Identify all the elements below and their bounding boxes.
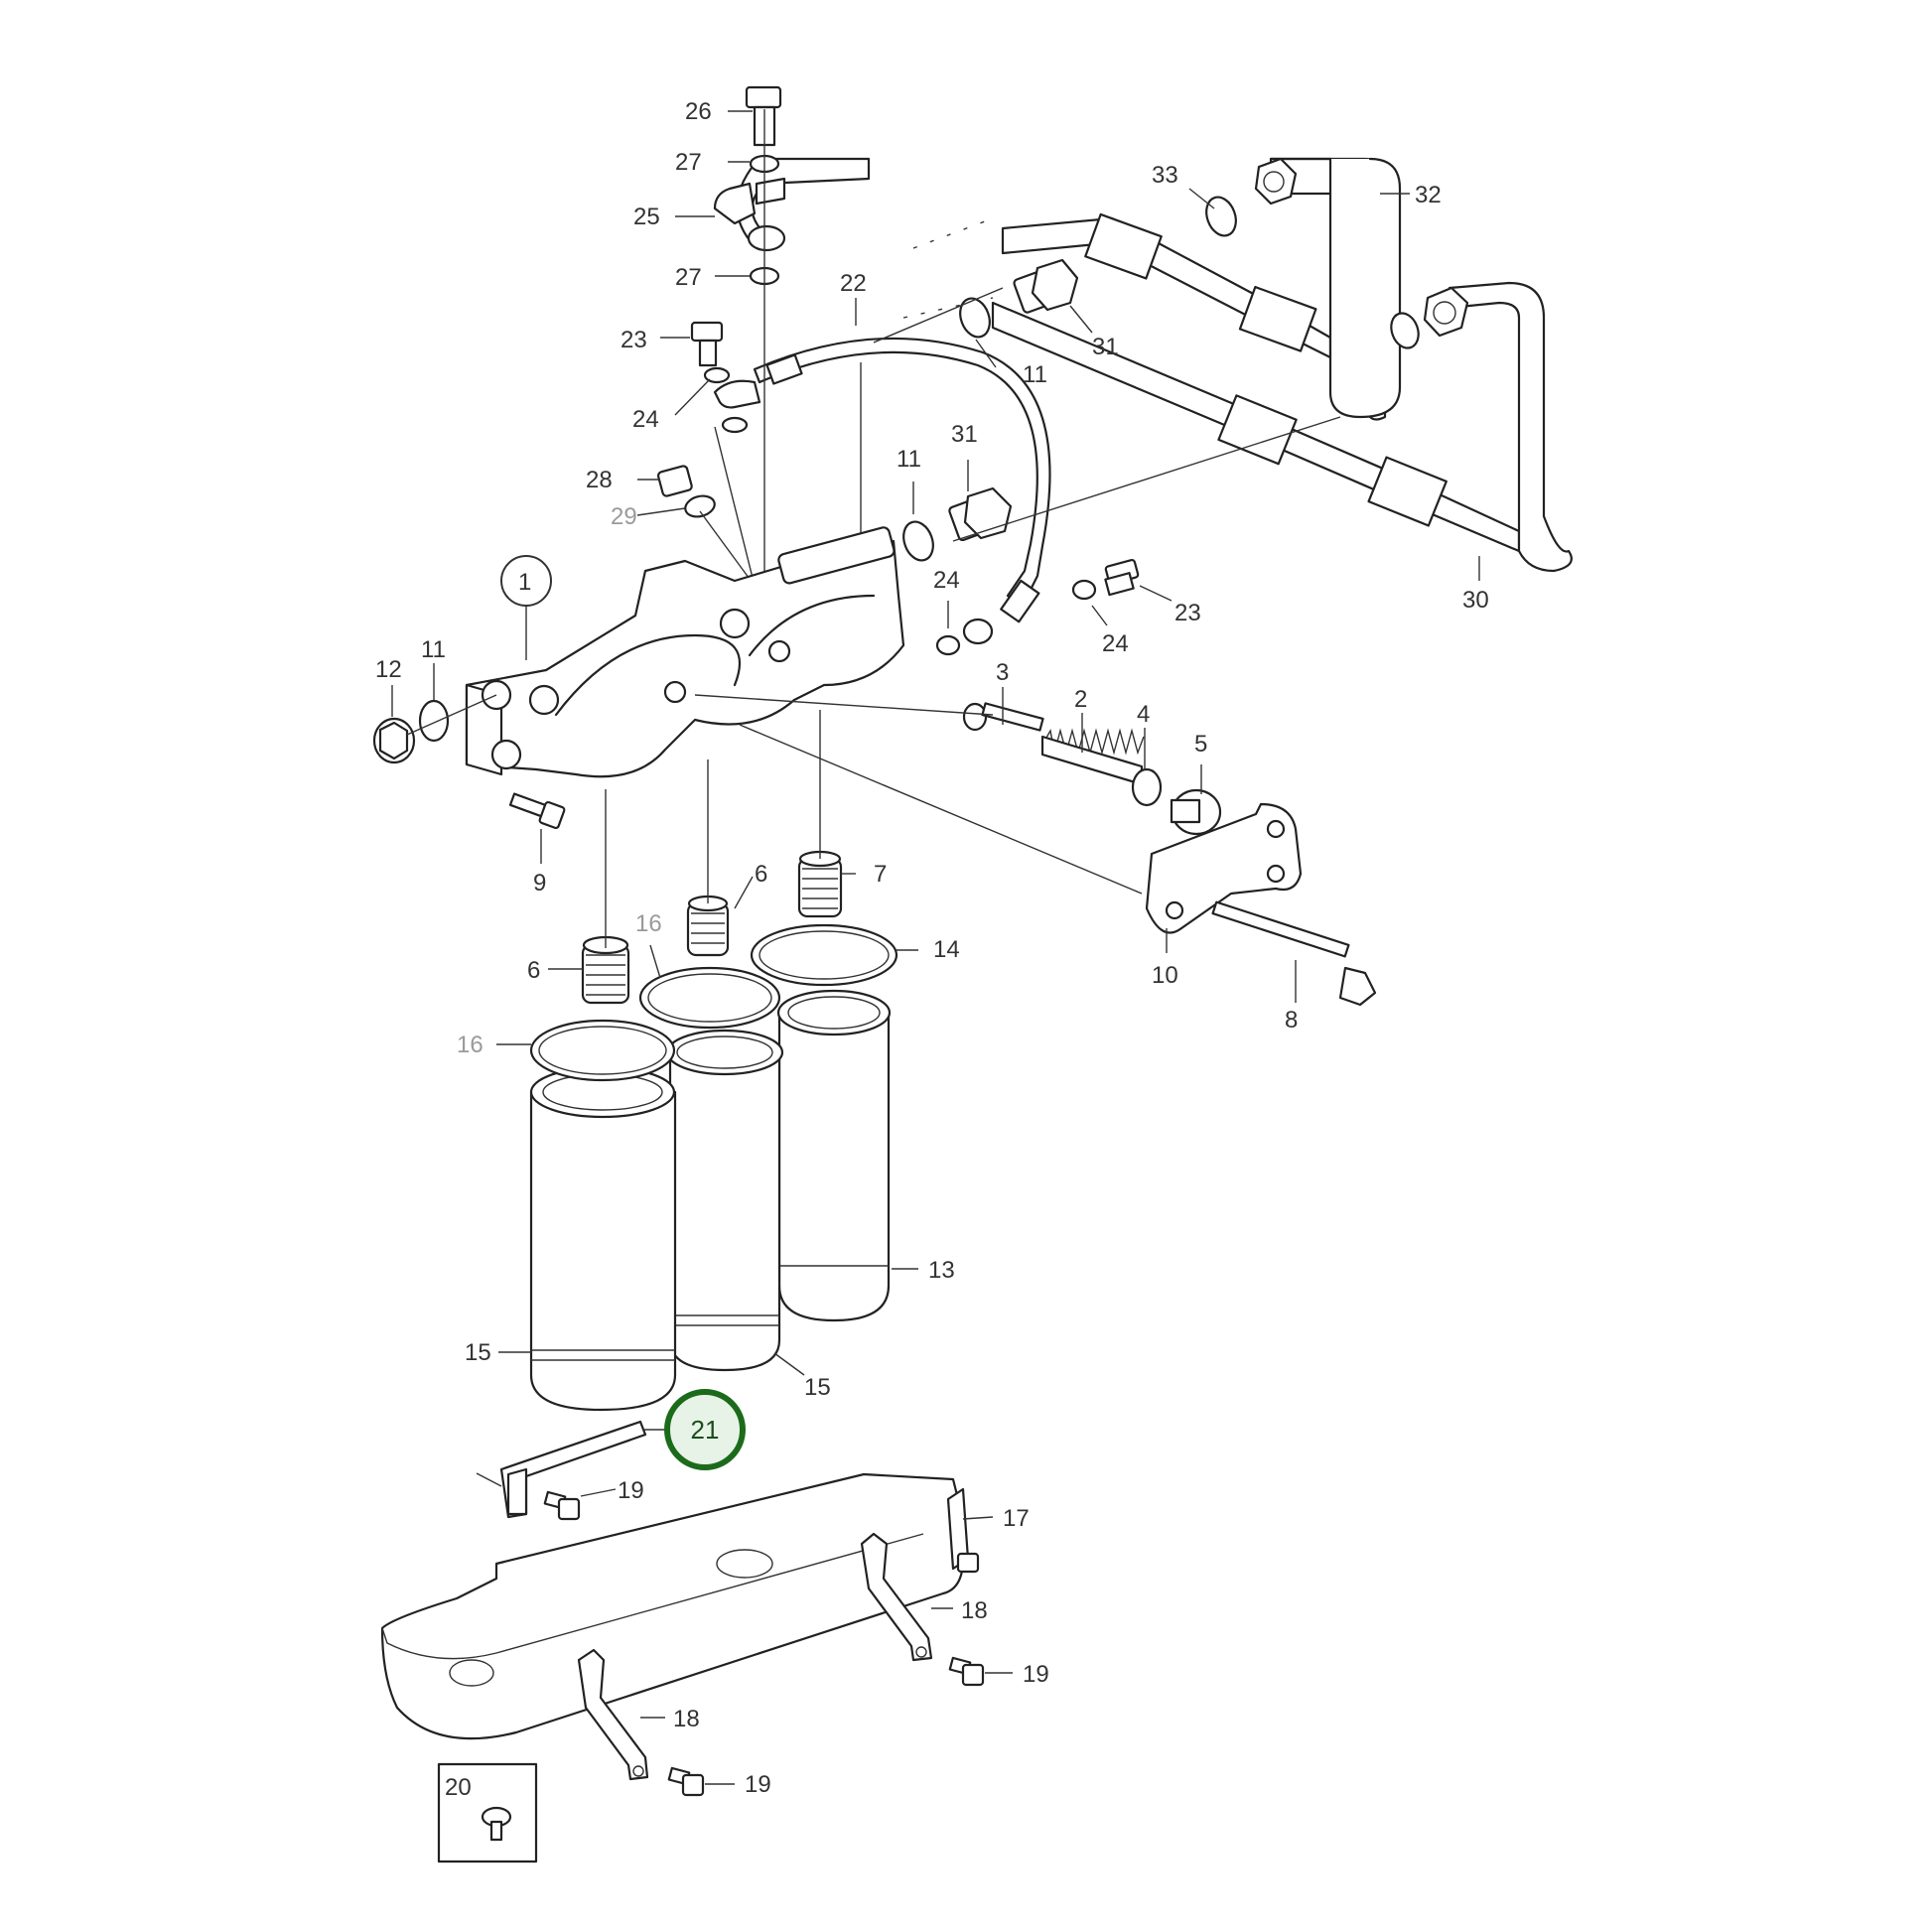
- callout-31-lower: 31: [951, 421, 978, 448]
- washer-24-icon: [703, 366, 731, 384]
- callout-3: 3: [996, 659, 1009, 686]
- oil-pipe-32: [912, 157, 1402, 421]
- sealing-ring-16-center-icon: [638, 966, 781, 1030]
- banjo-fitting-25: [713, 157, 871, 252]
- callout-1-circle: [500, 555, 552, 607]
- callout-1: 1: [518, 569, 531, 596]
- o-ring-11-icon: [418, 699, 450, 743]
- callout-29: 29: [611, 503, 637, 530]
- valve-piston-3: [962, 702, 1044, 732]
- callout-14: 14: [933, 936, 960, 963]
- filter-housing-1: [465, 526, 905, 778]
- sealing-ring-14-icon: [750, 923, 898, 987]
- callout-24-left: 24: [933, 567, 960, 594]
- bolt-9: [508, 792, 566, 830]
- callout-31-upper: 31: [1092, 334, 1119, 360]
- washer-24-icon: [721, 416, 749, 434]
- adapter-31-upper: [1013, 258, 1079, 314]
- washer-24-icon: [1071, 579, 1097, 601]
- callout-11-upper: 11: [1023, 361, 1047, 388]
- nipple-7: [797, 850, 843, 918]
- callout-8: 8: [1285, 1007, 1298, 1034]
- callout-labels: 26 27 25 27 22 23 24 28 29 33 32 31 11 3…: [375, 98, 1489, 1801]
- plug-12: [372, 717, 416, 764]
- callout-27-lower: 27: [675, 264, 702, 291]
- oil-pipe-30: [902, 281, 1573, 573]
- highlight-ring[interactable]: [664, 1389, 746, 1470]
- callout-2: 2: [1074, 686, 1087, 713]
- callout-4: 4: [1137, 701, 1150, 728]
- callout-12: 12: [375, 656, 402, 683]
- callout-15-right: 15: [804, 1374, 831, 1401]
- screw-19-lower: [667, 1766, 705, 1797]
- hex-nut-icon: [1254, 157, 1298, 206]
- washer-11-upper-icon: [959, 297, 991, 339]
- callout-22: 22: [840, 270, 867, 297]
- o-ring-icon: [1390, 312, 1420, 349]
- screw-19-right: [948, 1656, 985, 1687]
- washer-4-icon: [1131, 767, 1163, 807]
- callout-18-right: 18: [961, 1597, 988, 1624]
- leader-lines: [391, 110, 1480, 1785]
- washer-11-lower-icon: [902, 520, 934, 562]
- plug-28: [656, 465, 693, 497]
- callout-11-left: 11: [421, 636, 446, 663]
- callout-6-center: 6: [755, 861, 767, 888]
- bracket-18-left: [577, 1648, 649, 1781]
- oil-filter-15-front: [529, 1065, 677, 1412]
- callout-27-upper: 27: [675, 149, 702, 176]
- callout-5: 5: [1194, 731, 1207, 758]
- spring-2: [1040, 728, 1145, 786]
- callout-10: 10: [1152, 962, 1178, 989]
- callout-26: 26: [685, 98, 712, 125]
- callout-16-upper: 16: [635, 910, 662, 937]
- callout-28: 28: [586, 467, 613, 493]
- callout-19-upper: 19: [618, 1477, 644, 1504]
- hex-nut-icon: [1423, 286, 1469, 338]
- highlighted-callout-21[interactable]: 21: [664, 1389, 746, 1470]
- plug-20-icon: [481, 1806, 512, 1842]
- callout-25: 25: [633, 204, 660, 230]
- bracket-10: [1145, 802, 1303, 934]
- oil-filter-15-center: [665, 1029, 784, 1372]
- callout-23-upper: 23: [621, 327, 647, 353]
- callout-9: 9: [533, 870, 546, 897]
- callout-6-left: 6: [527, 957, 540, 984]
- callout-19-lower: 19: [745, 1771, 771, 1798]
- screw-19-upper: [543, 1490, 581, 1521]
- plug-5: [1170, 788, 1222, 836]
- callout-16-lower: 16: [457, 1032, 483, 1058]
- callout-30: 30: [1462, 587, 1489, 614]
- callout-11-center: 11: [897, 446, 921, 473]
- o-ring-33-icon: [1205, 196, 1237, 237]
- oil-filter-13: [776, 989, 892, 1322]
- callout-24-upper: 24: [632, 406, 659, 433]
- bracket-21: [499, 1420, 647, 1519]
- callout-15-left: 15: [465, 1339, 491, 1366]
- sealing-ring-16-left-icon: [529, 1019, 676, 1082]
- callout-20: 20: [445, 1774, 472, 1801]
- callout-7: 7: [874, 861, 887, 888]
- bracket-18-right: [860, 1532, 933, 1662]
- callout-21[interactable]: 21: [691, 1415, 720, 1445]
- callout-33: 33: [1152, 162, 1178, 189]
- callout-19-right: 19: [1023, 1661, 1049, 1688]
- callout-32: 32: [1415, 182, 1442, 208]
- callout-18-left: 18: [673, 1706, 700, 1732]
- nipple-6-left: [581, 935, 630, 1005]
- washer-29-icon: [684, 494, 716, 518]
- banjo-bolt-26: [745, 85, 782, 147]
- callout-24-right: 24: [1102, 630, 1129, 657]
- nipple-6-center: [686, 895, 730, 957]
- callout-23-lower: 23: [1174, 600, 1201, 626]
- banjo-bolt-23-upper: [690, 321, 724, 367]
- bolt-8: [1211, 900, 1377, 1007]
- washer-24-icon: [935, 634, 961, 656]
- drip-tray-17: [380, 1472, 980, 1740]
- banjo-bolt-23-lower: [1104, 558, 1140, 597]
- callout-17: 17: [1003, 1505, 1030, 1532]
- callout-13: 13: [928, 1257, 955, 1284]
